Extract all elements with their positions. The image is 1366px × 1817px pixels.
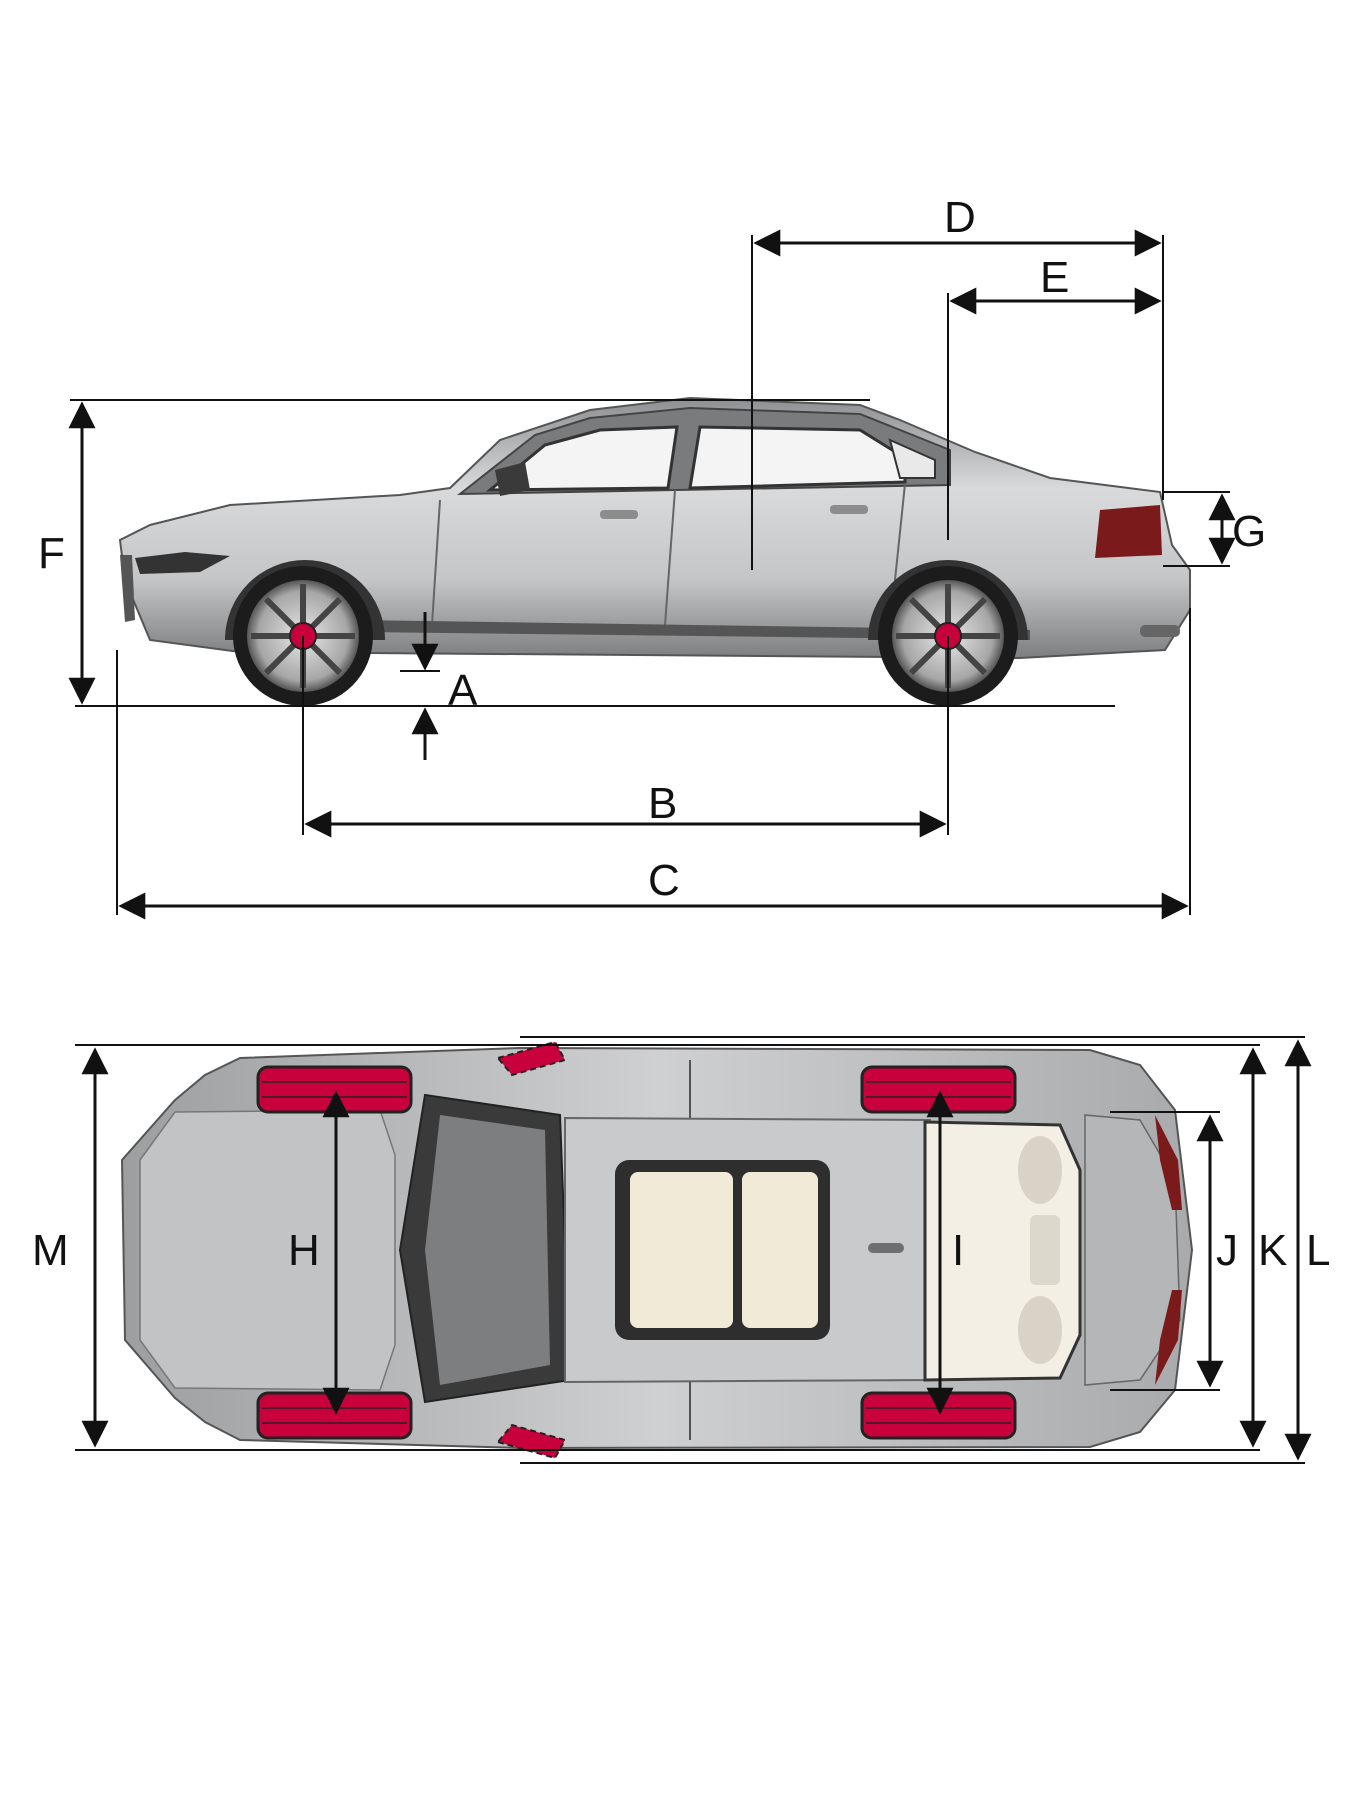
label-d: D <box>944 193 976 242</box>
side-view-rear-window <box>688 425 907 490</box>
label-f: F <box>38 529 65 578</box>
top-view-hood <box>139 1109 396 1391</box>
side-view-taillight <box>1095 505 1162 558</box>
side-view-car <box>118 396 1191 706</box>
label-m: M <box>32 1226 69 1275</box>
top-view-dimensions: M H I J K L <box>32 1036 1330 1464</box>
side-view-front-window <box>485 425 679 492</box>
label-h: H <box>288 1226 320 1275</box>
label-e: E <box>1040 253 1069 302</box>
top-view-car <box>120 1040 1194 1460</box>
side-view-headlight <box>135 552 230 574</box>
side-view-dimensions: F A B C D E G <box>38 193 1266 920</box>
label-b: B <box>648 779 677 828</box>
label-j: J <box>1216 1226 1238 1275</box>
label-c: C <box>648 856 680 905</box>
side-view-quarter-window <box>888 438 936 479</box>
label-a: A <box>448 666 478 715</box>
label-i: I <box>952 1226 964 1275</box>
top-view-left-mirror <box>496 1040 567 1077</box>
label-l: L <box>1306 1226 1330 1275</box>
label-k: K <box>1258 1226 1287 1275</box>
top-view-sunroof-rear-panel <box>742 1172 818 1328</box>
label-g: G <box>1232 507 1266 556</box>
top-view-sunroof-front-panel <box>630 1172 733 1328</box>
